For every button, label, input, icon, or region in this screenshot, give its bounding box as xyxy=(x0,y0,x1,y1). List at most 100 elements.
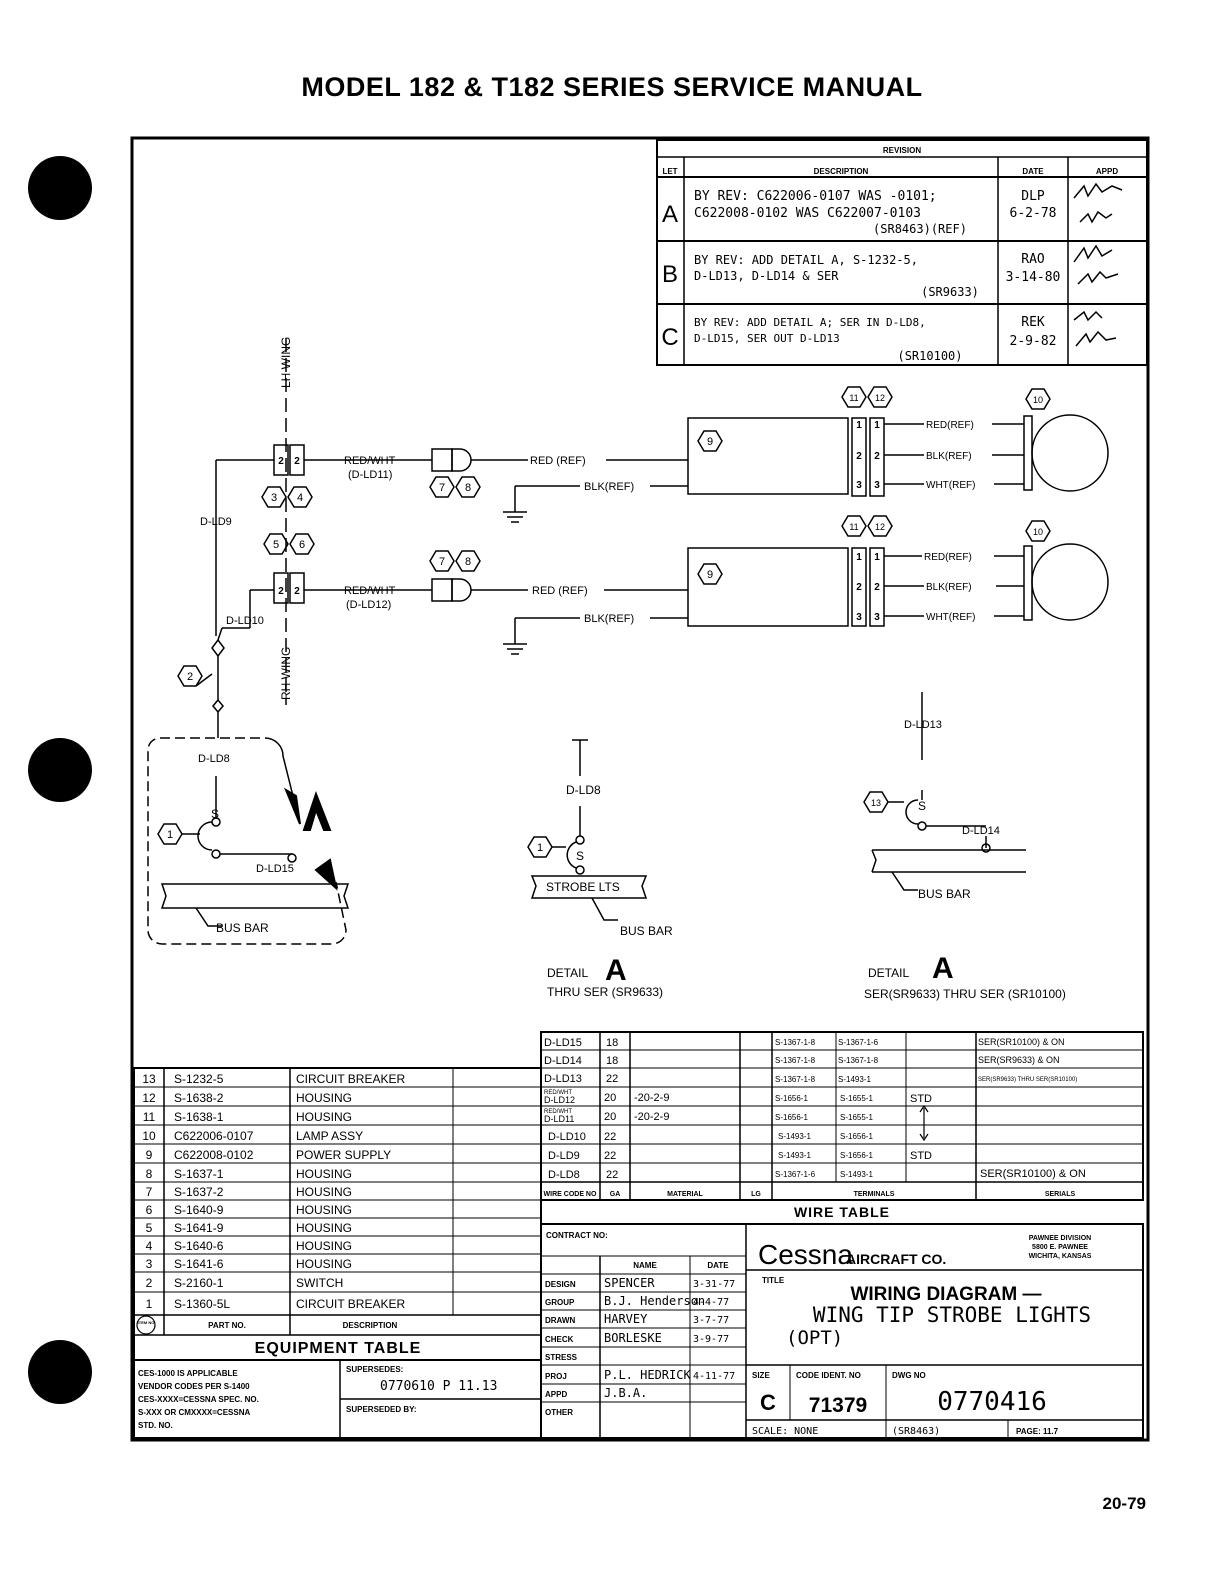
equipment-item-no: 1 xyxy=(146,1297,153,1311)
item-bubble-5 xyxy=(263,533,289,555)
superseded-by-label: SUPERSEDED BY: xyxy=(346,1405,417,1414)
contract-label: CONTRACT NO: xyxy=(546,1231,608,1240)
wire-material: -20-2-9 xyxy=(634,1092,669,1104)
lamp-assy xyxy=(1031,414,1109,492)
wire-label: BLK(REF) xyxy=(926,582,972,593)
revision-date: 6-2-78 xyxy=(1010,206,1057,221)
detail-a-thru-sr9633 xyxy=(530,739,648,921)
division-line: WICHITA, KANSAS xyxy=(1029,1253,1092,1260)
pin-number: 1 xyxy=(874,420,880,431)
equipment-part-no: S-1641-9 xyxy=(174,1221,224,1235)
wire-terminal: S-1656-1 xyxy=(775,1094,808,1103)
signoff-name: BORLESKE xyxy=(604,1331,662,1345)
wire-label: D-LD8 xyxy=(198,753,230,765)
detail-captions: DETAIL A THRU SER (SR9633) DETAIL A SER(… xyxy=(547,952,1066,1001)
wire-label: RED(REF) xyxy=(926,420,974,431)
revision-desc-line: BY REV: ADD DETAIL A, S-1232-5, xyxy=(694,253,918,267)
item-bubble-10 xyxy=(1025,388,1051,410)
wire-label: D-LD8 xyxy=(566,783,601,797)
binder-hole xyxy=(28,156,92,220)
title-block-header: DATE xyxy=(707,1261,729,1270)
equipment-description: CIRCUIT BREAKER xyxy=(296,1072,405,1086)
signoff-label: GROUP xyxy=(545,1298,575,1307)
item-number: 7 xyxy=(439,482,445,494)
revision-letter: A xyxy=(662,201,678,228)
wire-label: WHT(REF) xyxy=(926,612,975,623)
wire-table-header: TERMINALS xyxy=(854,1191,895,1198)
switch-label: S xyxy=(918,799,926,813)
equipment-item-no: 6 xyxy=(146,1203,153,1217)
wire-label: RED(REF) xyxy=(924,552,972,563)
equipment-description: POWER SUPPLY xyxy=(296,1148,391,1162)
equipment-part-no: S-2160-1 xyxy=(174,1276,224,1290)
wire-labels: LH WING RH WING RED/WHT (D-LD11) RED/WHT… xyxy=(198,337,1000,938)
connector-housing xyxy=(869,547,885,627)
item-bubble-12 xyxy=(867,386,893,408)
wire-label: RED/WHT xyxy=(344,585,396,597)
revision-row: B BY REV: ADD DETAIL A, S-1232-5, D-LD13… xyxy=(662,244,1119,299)
equipment-part-no: C622008-0102 xyxy=(174,1148,254,1162)
switch-label: S xyxy=(211,807,219,821)
wire-serials: SER(SR10100) & ON xyxy=(980,1168,1086,1180)
code-ident-value: 71379 xyxy=(809,1394,867,1417)
wire-color-note: RED/WHT xyxy=(544,1090,572,1096)
equipment-table-header: DESCRIPTION xyxy=(343,1321,398,1330)
division-line: PAWNEE DIVISION xyxy=(1029,1235,1092,1242)
wire-label: D-LD9 xyxy=(200,516,232,528)
revision-date: DLP xyxy=(1021,189,1045,204)
connector-housing xyxy=(851,547,867,627)
company-suffix: AIRCRAFT CO. xyxy=(846,1251,946,1267)
item-number: 1 xyxy=(537,842,543,854)
signoff-label: PROJ xyxy=(545,1372,567,1381)
wire-terminal: S-1493-1 xyxy=(778,1132,811,1141)
equipment-table-title: EQUIPMENT TABLE xyxy=(255,1340,422,1357)
item-numbers: 3 4 5 6 7 8 7 8 11 12 11 12 10 10 9 9 2 … xyxy=(167,393,1043,854)
revision-header-description: DESCRIPTION xyxy=(814,167,869,176)
revision-letter: C xyxy=(661,324,678,351)
wire-table-header: SERIALS xyxy=(1045,1191,1076,1198)
item-number: 6 xyxy=(299,539,305,551)
wire-serials: SER(SR9633) THRU SER(SR10100) xyxy=(978,1077,1077,1083)
wire-table: D-LD15 18 S-1367-1-8 S-1367-1-6 SER(SR10… xyxy=(540,1031,1144,1220)
supersedes-label: SUPERSEDES: xyxy=(346,1365,403,1374)
item-number: 12 xyxy=(875,522,885,532)
item-number: 11 xyxy=(849,393,858,403)
revision-date: 3-14-80 xyxy=(1006,270,1061,285)
title-label: TITLE xyxy=(762,1276,785,1285)
item-bubble-4 xyxy=(287,486,313,508)
rh-wing-circuit xyxy=(217,543,1109,655)
pin-number: 2 xyxy=(874,451,880,462)
revision-desc-line: (SR10100) xyxy=(897,349,962,363)
pin-number: 2 xyxy=(856,582,862,593)
notes-line: S-XXX OR CMXXXX=CESSNA xyxy=(138,1408,250,1417)
equipment-part-no: S-1360-5L xyxy=(174,1297,230,1311)
signoff-label: APPD xyxy=(545,1390,567,1399)
signoff-name: SPENCER xyxy=(604,1276,655,1290)
pin-number: 2 xyxy=(278,586,284,597)
wire-label: BLK(REF) xyxy=(584,481,634,493)
signoff-date: 3-7-77 xyxy=(693,1315,729,1326)
page-title: MODEL 182 & T182 SERIES SERVICE MANUAL xyxy=(301,72,923,102)
title-block-header: NAME xyxy=(633,1261,657,1270)
signoff-label: CHECK xyxy=(545,1335,574,1344)
signoff-name: P.L. HEDRICK xyxy=(604,1368,691,1382)
item-number: 13 xyxy=(871,798,881,808)
wire-code: D-LD8 xyxy=(548,1169,580,1181)
revision-table: REVISION LET DESCRIPTION DATE APPD A BY … xyxy=(656,139,1148,366)
pin-number: 3 xyxy=(874,612,880,623)
bus-bar-label: BUS BAR xyxy=(620,924,673,938)
equipment-description: HOUSING xyxy=(296,1203,352,1217)
item-bubble-7 xyxy=(429,476,455,498)
wire-label: D-LD14 xyxy=(962,825,1000,837)
wire-terminal: S-1656-1 xyxy=(775,1113,808,1122)
revision-desc-line: BY REV: ADD DETAIL A; SER IN D-LD8, xyxy=(694,316,926,329)
item-bubble-6 xyxy=(289,533,315,555)
wire-terminal: S-1493-1 xyxy=(840,1170,873,1179)
wire-label: RED (REF) xyxy=(530,455,586,467)
revision-desc-line: D-LD15, SER OUT D-LD13 xyxy=(694,332,840,345)
wire-terminal: S-1655-1 xyxy=(840,1113,873,1122)
detail-subcaption: THRU SER (SR9633) xyxy=(547,985,663,999)
signoff-name: HARVEY xyxy=(604,1312,648,1326)
wire-terminal: S-1367-1-8 xyxy=(838,1056,879,1065)
pin-number: 2 xyxy=(856,451,862,462)
